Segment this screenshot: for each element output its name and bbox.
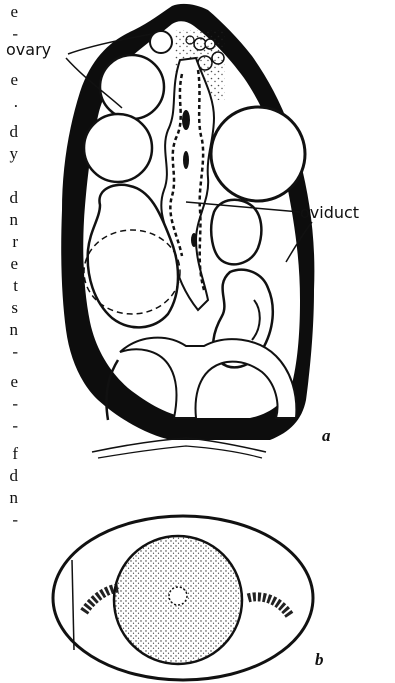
large-egg-right <box>211 107 305 201</box>
large-egg-upper-left <box>100 55 164 119</box>
figure-a-drawing <box>61 4 314 458</box>
lower-right-loop <box>211 200 261 265</box>
figure-b-drawing <box>53 516 313 680</box>
large-egg-mid-left <box>84 114 152 182</box>
figure-letter-b: b <box>315 650 324 670</box>
oviduct-label: oviduct <box>300 203 359 222</box>
ovary-label: ovary <box>6 40 51 59</box>
germinal-disc <box>169 587 187 605</box>
figure-letter-a: a <box>322 426 331 446</box>
